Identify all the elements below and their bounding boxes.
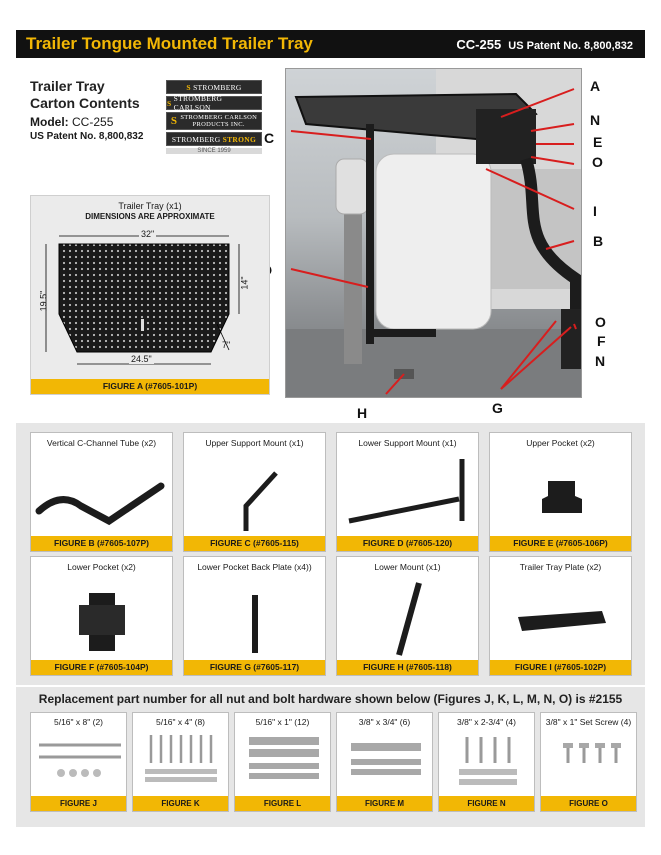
header-model: CC-255 xyxy=(456,36,502,52)
figure-l-panel: 5/16" x 1" (12) FIGURE L xyxy=(234,712,331,812)
header-model-patent: CC-255 US Patent No. 8,800,832 xyxy=(456,37,633,52)
bolt-2-3-4in-icon xyxy=(459,737,517,785)
figure-b-panel: Vertical C-Channel Tube (x2) FIGURE B (#… xyxy=(30,432,173,552)
carton-title-1: Trailer Tray xyxy=(30,78,105,94)
figure-a-panel: Trailer Tray (x1) DIMENSIONS ARE APPROXI… xyxy=(30,195,270,395)
logo-stromberg: S STROMBERG xyxy=(166,80,262,94)
dim-bottom: 24.5" xyxy=(129,354,154,364)
figure-m-panel: 3/8" x 3/4" (6) FIGURE M xyxy=(336,712,433,812)
callout-i: I xyxy=(593,203,597,219)
figure-o-caption: FIGURE O xyxy=(541,796,636,811)
figure-c-title: Upper Support Mount (x1) xyxy=(205,438,304,448)
figure-l-title: 5/16" x 1" (12) xyxy=(255,717,310,727)
page-title: Trailer Tongue Mounted Trailer Tray xyxy=(26,34,313,53)
figure-o-title: 3/8" x 1" Set Screw (4) xyxy=(545,717,632,727)
page-header: Trailer Tongue Mounted Trailer Tray CC-2… xyxy=(16,30,645,58)
figure-c-caption: FIGURE C (#7605-115) xyxy=(184,536,325,551)
figure-f-panel: Lower Pocket (x2) FIGURE F (#7605-104P) xyxy=(30,556,173,676)
assembly-photo xyxy=(285,68,582,398)
carton-model: Model: CC-255 xyxy=(30,115,114,129)
figure-k-title: 5/16" x 4" (8) xyxy=(155,717,206,727)
figure-i-panel: Trailer Tray Plate (x2) FIGURE I (#7605-… xyxy=(489,556,632,676)
bolt-1in-icon xyxy=(249,737,319,779)
bolt-4in-icon xyxy=(145,735,217,782)
figure-l-caption: FIGURE L xyxy=(235,796,330,811)
figure-j-panel: 5/16" x 8" (2) FIGURE J xyxy=(30,712,127,812)
figure-j-caption: FIGURE J xyxy=(31,796,126,811)
upper-pocket-icon xyxy=(542,481,582,513)
hardware-title: Replacement part number for all nut and … xyxy=(38,692,623,706)
callout-n-lower: N xyxy=(595,353,606,369)
figure-c-panel: Upper Support Mount (x1) FIGURE C (#7605… xyxy=(183,432,326,552)
callout-n: N xyxy=(590,112,601,128)
back-plate-icon xyxy=(252,595,258,653)
figure-d-caption: FIGURE D (#7605-120) xyxy=(337,536,478,551)
figure-b-caption: FIGURE B (#7605-107P) xyxy=(31,536,172,551)
logo-since: SINCE 1959 xyxy=(166,148,262,154)
callout-o-lower: O xyxy=(595,314,606,330)
bolt-3-4in-icon xyxy=(351,743,421,775)
figure-h-title: Lower Mount (x1) xyxy=(374,562,441,572)
lower-pocket-icon xyxy=(79,593,125,651)
figure-a-caption: FIGURE A (#7605-101P) xyxy=(31,379,269,394)
carton-patent: US Patent No. 8,800,832 xyxy=(30,131,144,142)
upper-support-mount-icon xyxy=(243,471,278,531)
figure-n-panel: 3/8" x 2-3/4" (4) FIGURE N xyxy=(438,712,535,812)
figure-h-panel: Lower Mount (x1) FIGURE H (#7605-118) xyxy=(336,556,479,676)
dim-top: 32" xyxy=(139,229,157,239)
figure-d-title: Lower Support Mount (x1) xyxy=(358,438,457,448)
logo-stromberg-carlson: S STROMBERG CARLSON xyxy=(166,94,262,112)
callout-a: A xyxy=(590,78,601,94)
figure-f-title: Lower Pocket (x2) xyxy=(67,562,136,572)
figure-k-caption: FIGURE K xyxy=(133,796,228,811)
logo-stromberg-strong: STROMBERG STRONG xyxy=(166,132,262,146)
dim-right: 14" xyxy=(239,276,250,290)
figure-g-caption: FIGURE G (#7605-117) xyxy=(184,660,325,675)
dim-angle: 7" xyxy=(222,340,231,350)
figure-n-title: 3/8" x 2-3/4" (4) xyxy=(457,717,516,727)
callout-o: O xyxy=(592,154,603,170)
figure-k-panel: 5/16" x 4" (8) FIGURE K xyxy=(132,712,229,812)
figure-a-subtitle: DIMENSIONS ARE APPROXIMATE xyxy=(85,212,215,221)
dim-left: 19.5" xyxy=(38,290,49,312)
figure-i-caption: FIGURE I (#7605-102P) xyxy=(490,660,631,675)
figure-d-panel: Lower Support Mount (x1) FIGURE D (#7605… xyxy=(336,432,479,552)
callout-e: E xyxy=(593,134,603,150)
figure-f-caption: FIGURE F (#7605-104P) xyxy=(31,660,172,675)
figure-i-title: Trailer Tray Plate (x2) xyxy=(519,562,602,572)
bolt-8in-icon xyxy=(39,743,121,777)
figure-m-caption: FIGURE M xyxy=(337,796,432,811)
figure-a-title: Trailer Tray (x1) xyxy=(118,201,182,211)
c-channel-tube-icon xyxy=(35,482,165,526)
figure-g-panel: Lower Pocket Back Plate (x4)) FIGURE G (… xyxy=(183,556,326,676)
figure-g-title: Lower Pocket Back Plate (x4)) xyxy=(197,562,312,572)
figure-b-title: Vertical C-Channel Tube (x2) xyxy=(46,438,157,448)
tray-dimension-drawing xyxy=(45,235,240,365)
callout-h: H xyxy=(357,405,368,421)
tray-plate-icon xyxy=(518,611,606,631)
figure-j-title: 5/16" x 8" (2) xyxy=(53,717,104,727)
callout-c: C xyxy=(264,130,275,146)
carton-title-2: Carton Contents xyxy=(30,95,140,111)
figure-m-title: 3/8" x 3/4" (6) xyxy=(358,717,411,727)
carton-contents: Trailer Tray Carton Contents Model: CC-2… xyxy=(30,78,160,142)
set-screw-icon xyxy=(563,743,621,763)
assembly-illustration xyxy=(286,69,581,397)
lower-mount-icon xyxy=(396,582,422,656)
figure-e-panel: Upper Pocket (x2) FIGURE E (#7605-106P) xyxy=(489,432,632,552)
callout-g: G xyxy=(492,400,503,416)
lower-support-mount-icon xyxy=(348,459,465,524)
figure-h-caption: FIGURE H (#7605-118) xyxy=(337,660,478,675)
figure-o-panel: 3/8" x 1" Set Screw (4) FIGURE O xyxy=(540,712,637,812)
header-patent: US Patent No. 8,800,832 xyxy=(508,39,633,52)
callout-b: B xyxy=(593,233,604,249)
figure-e-title: Upper Pocket (x2) xyxy=(526,438,595,448)
figure-e-caption: FIGURE E (#7605-106P) xyxy=(490,536,631,551)
callout-f: F xyxy=(597,333,606,349)
figure-n-caption: FIGURE N xyxy=(439,796,534,811)
